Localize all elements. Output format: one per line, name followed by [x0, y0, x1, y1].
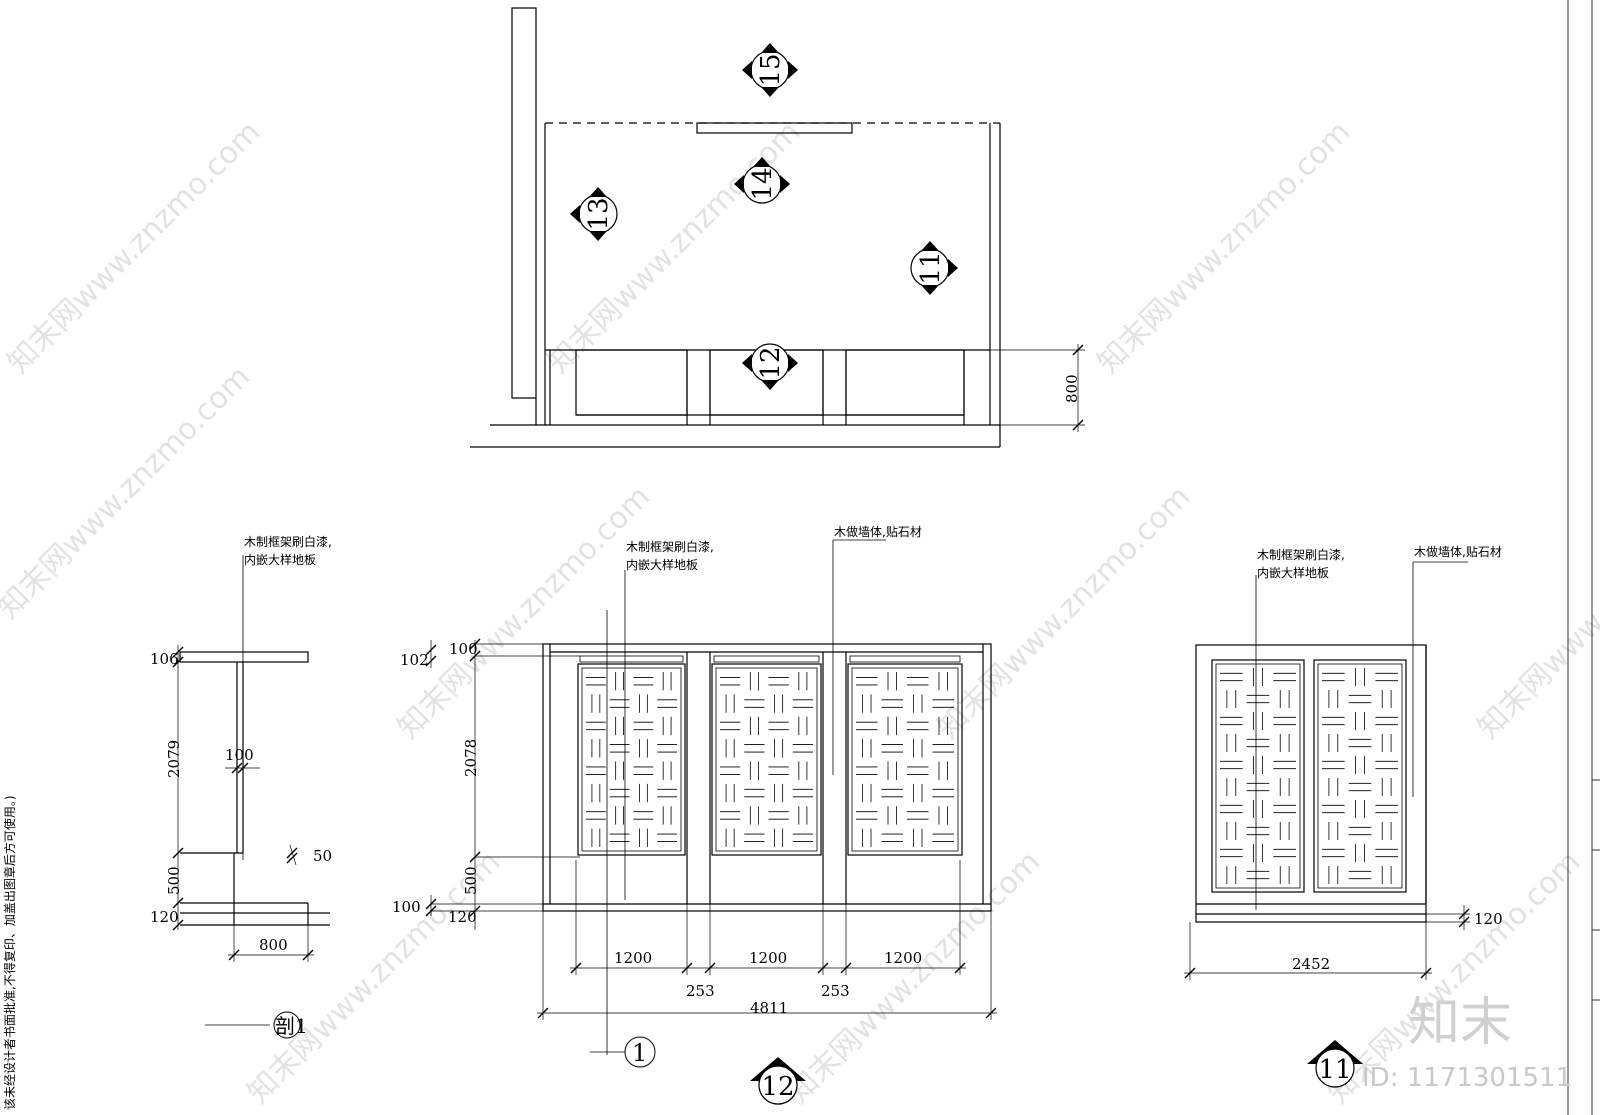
watermark-7: 知末网www.znzmo.com	[1471, 479, 1600, 745]
view-marker-11: 11	[910, 241, 958, 295]
marker-11-label: 11	[916, 251, 946, 284]
view-marker-12: 12	[742, 343, 798, 390]
elev12-note-right: 木做墙体,贴石材	[834, 524, 922, 539]
section-dim-120: 120	[150, 908, 179, 926]
frame-border	[1567, 0, 1600, 1115]
section-dim-2079: 2079	[165, 740, 183, 778]
brand-logo-text: 知末	[1408, 993, 1512, 1053]
marker-12-label: 12	[756, 346, 786, 379]
elev12-dim-2078: 2078	[462, 739, 480, 777]
elev12-parquet-panel-2	[711, 663, 822, 856]
section-dim-800: 800	[259, 936, 288, 954]
elev12-dim-102: 102	[400, 651, 429, 669]
elev12-dim-panel2: 1200	[749, 949, 787, 967]
elev11-parquet-panel-1	[1211, 659, 1305, 893]
elev12-dim-100-floor: 100	[392, 898, 421, 916]
elev11-note-left-line1: 木制框架刷白漆,	[1257, 547, 1345, 562]
watermarks: 知末网www.znzmo.com 知末网www.znzmo.com 知末网www…	[0, 114, 1600, 1110]
plan-dim-800: 800	[1063, 374, 1081, 403]
section-title: 剖1	[275, 1014, 308, 1038]
elev12-title-marker: 12	[750, 1057, 806, 1105]
elev12-parquet-panel-1	[577, 663, 686, 856]
elevation-12: 木制框架刷白漆, 内嵌大样地板 木做墙体,贴石材 1	[392, 524, 997, 1105]
elev12-note-left-line1: 木制框架刷白漆,	[626, 539, 714, 554]
elev11-dim-2452: 2452	[1292, 955, 1330, 973]
elev12-dim-gap1: 253	[686, 982, 715, 1000]
elev12-dim-gap2: 253	[821, 982, 850, 1000]
elev12-dim-panel3: 1200	[884, 949, 922, 967]
watermark-3: 知末网www.znzmo.com	[1091, 114, 1357, 380]
marker-14-label: 14	[748, 167, 778, 200]
elev12-section-marker: 1	[632, 1039, 647, 1067]
section-dim-100: 100	[225, 746, 254, 764]
elev11-note-right: 木做墙体,贴石材	[1414, 544, 1502, 559]
elev12-panels	[577, 655, 963, 856]
elev12-dim-total: 4811	[750, 999, 788, 1017]
view-marker-15: 15	[742, 43, 798, 97]
view-marker-14: 14	[734, 157, 790, 204]
section-dim-50: 50	[313, 847, 332, 865]
copyright-side-note: 该未经设计者书面批准,不得复印、加盖出图章后方可使用。)	[2, 796, 17, 1111]
elev12-note-left-line2: 内嵌大样地板	[626, 557, 698, 572]
id-label: ID: 1171301511	[1362, 1063, 1572, 1093]
elev11-panels	[1211, 659, 1407, 893]
marker-15-label: 15	[756, 53, 786, 86]
view-marker-13: 13	[570, 187, 618, 241]
watermark-5: 知末网www.znzmo.com	[391, 479, 657, 745]
elev12-dim-120: 120	[448, 908, 477, 926]
section-dim-106: 106	[150, 650, 179, 668]
elev12-dim-panel1: 1200	[614, 949, 652, 967]
watermark-2: 知末网www.znzmo.com	[541, 114, 807, 380]
elev11-dim-120: 120	[1474, 910, 1503, 928]
watermark-4: 知末网www.znzmo.com	[0, 359, 257, 625]
marker-13-label: 13	[584, 197, 614, 230]
elev12-dim-500: 500	[462, 866, 480, 895]
elev12-dim-100-top: 100	[449, 640, 478, 658]
elev11-title-marker: 11	[1307, 1040, 1363, 1088]
elev11-parquet-panel-2	[1313, 659, 1407, 893]
elev11-title-label: 11	[1318, 1055, 1351, 1085]
elev11-note-left-line2: 内嵌大样地板	[1257, 565, 1329, 580]
plan-view: 800 15 14 13 11	[470, 7, 1085, 448]
elevation-11: 木制框架刷白漆, 内嵌大样地板 木做墙体,贴石材 120 2452 11	[1184, 544, 1503, 1088]
watermark-1: 知末网www.znzmo.com	[1, 114, 267, 380]
section-note-line2: 内嵌大样地板	[244, 552, 316, 567]
section-dim-500: 500	[165, 866, 183, 895]
elev12-title-label: 12	[761, 1072, 794, 1102]
watermark-6: 知末网www.znzmo.com	[931, 479, 1197, 745]
elev12-parquet-panel-3	[847, 663, 963, 856]
section-1: 木制框架刷白漆, 内嵌大样地板 106 2079 500 120 100 50	[150, 534, 332, 1039]
section-note-line1: 木制框架刷白漆,	[244, 534, 332, 549]
watermark-9: 知末网www.znzmo.com	[781, 844, 1047, 1110]
